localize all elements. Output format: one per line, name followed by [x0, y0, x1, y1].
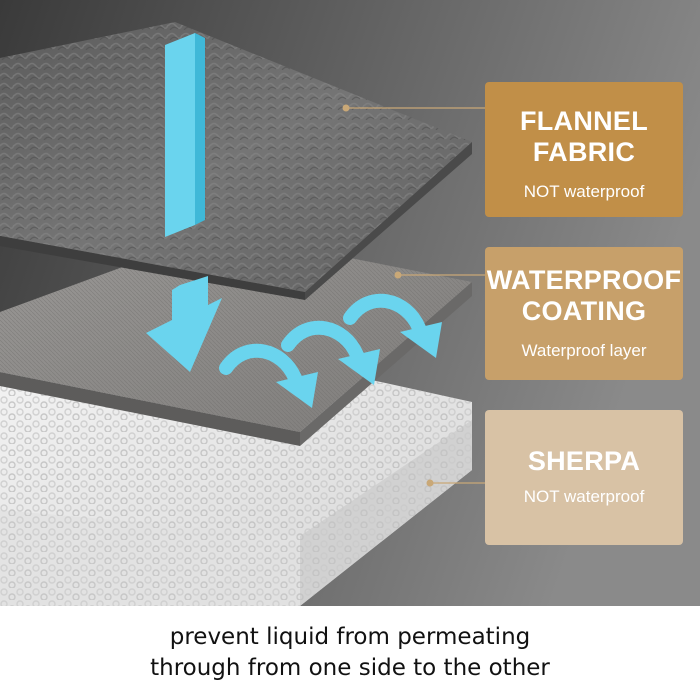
coating-subtitle: Waterproof layer: [521, 341, 647, 360]
pointer-lines: [342, 104, 485, 487]
curved-arrow-icon: [219, 293, 442, 408]
caption-line1: prevent liquid from permeating: [169, 624, 531, 650]
coating-label: WATERPROOF COATING Waterproof layer: [485, 247, 683, 380]
sherpa-subtitle: NOT waterproof: [523, 487, 645, 506]
flannel-label: FLANNEL FABRIC NOT waterproof: [485, 82, 683, 217]
flannel-layer: [0, 22, 472, 300]
flannel-title-line1: FLANNEL: [519, 106, 649, 136]
caption-line2: through from one side to the other: [150, 655, 550, 681]
caption: prevent liquid from permeating through f…: [0, 622, 700, 684]
sherpa-title: SHERPA: [527, 446, 641, 476]
coating-layer: [0, 232, 472, 446]
flannel-title-line2: FABRIC: [532, 137, 636, 167]
coating-title-line2: COATING: [521, 296, 647, 326]
sherpa-layer: [0, 345, 472, 606]
coating-title-line1: WATERPROOF: [486, 265, 682, 295]
flannel-subtitle: NOT waterproof: [523, 182, 645, 201]
sherpa-label: SHERPA NOT waterproof: [485, 410, 683, 545]
down-arrow-icon: [146, 33, 222, 372]
